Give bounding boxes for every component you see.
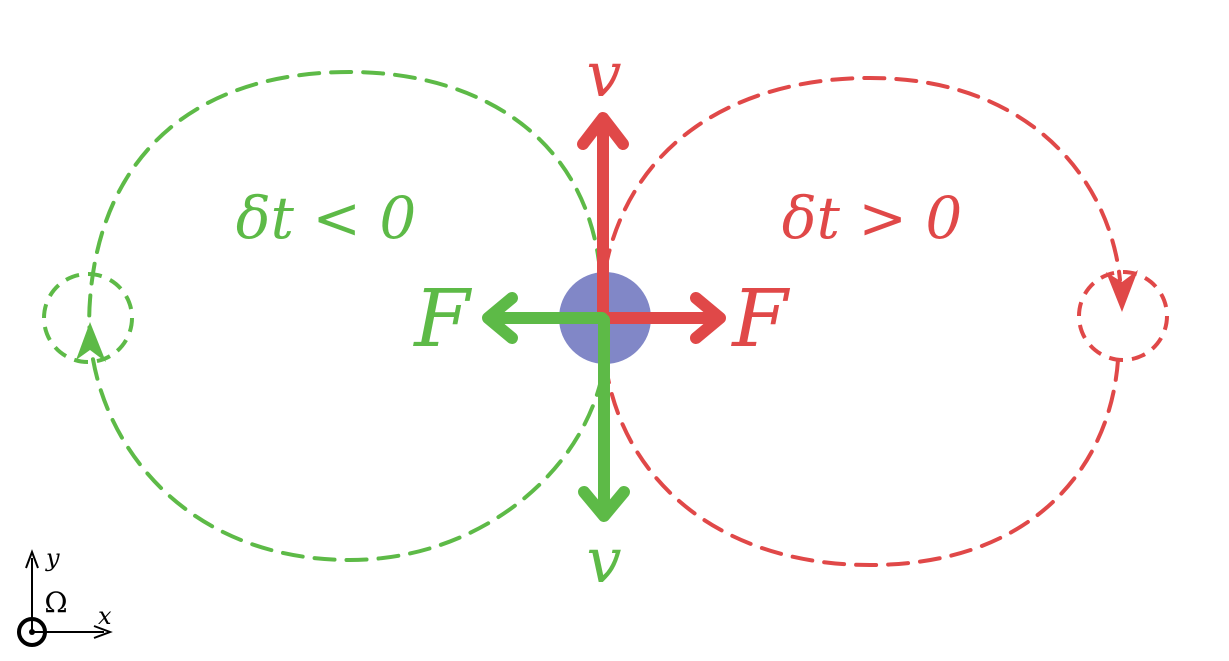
red-force-arrowhead bbox=[690, 292, 726, 344]
red-epicycle-circle bbox=[1077, 270, 1169, 362]
green-orbit-path bbox=[87, 69, 607, 563]
red-force-label: F bbox=[730, 272, 790, 365]
green-force-arrowhead bbox=[482, 292, 518, 344]
axes-indicator bbox=[17, 549, 113, 647]
dt-negative-label: δt < 0 bbox=[236, 184, 417, 252]
green-velocity-label: v bbox=[586, 524, 621, 597]
green-epicycle-arrowhead bbox=[76, 322, 106, 362]
omega-out-of-plane-icon bbox=[17, 617, 47, 647]
green-epicycle-circle bbox=[42, 272, 134, 364]
omega-label: Ω bbox=[44, 586, 67, 619]
x-axis-label: x bbox=[98, 602, 112, 630]
red-velocity-arrowhead bbox=[577, 112, 629, 150]
red-velocity-label: v bbox=[586, 38, 621, 111]
red-orbit-path bbox=[603, 75, 1122, 568]
y-axis-label: y bbox=[45, 544, 60, 572]
green-velocity-arrowhead bbox=[578, 486, 630, 522]
dt-positive-label: δt > 0 bbox=[782, 184, 963, 252]
green-force-label: F bbox=[412, 272, 472, 365]
red-epicycle-arrowhead bbox=[1106, 270, 1138, 312]
